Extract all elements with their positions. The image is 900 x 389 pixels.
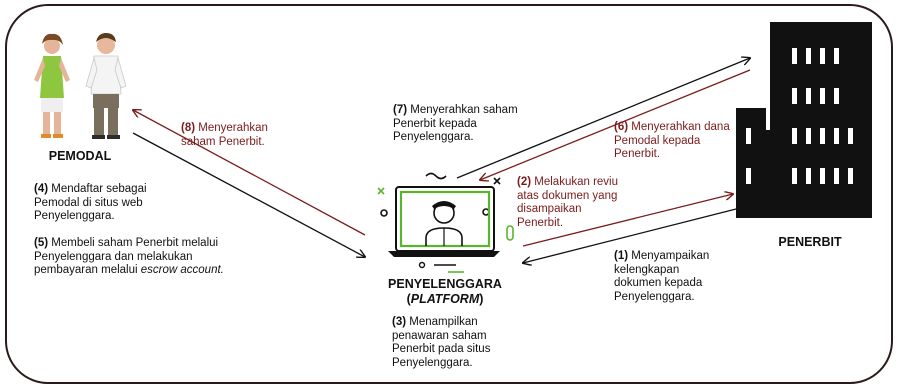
arrow-step4-5 (132, 132, 365, 257)
arrow-step1 (523, 207, 741, 263)
issuer-building-icon (736, 22, 872, 218)
arrow-step2 (522, 194, 733, 247)
outer-frame (5, 4, 893, 384)
pemodal-label: PEMODAL (48, 149, 112, 163)
step7-text: (7) Menyerahkan saham Penerbit kepada Pe… (393, 104, 518, 143)
step5-text: (5) Membeli saham Penerbit melalui Penye… (34, 237, 224, 276)
step1-text: (1) Menyampaikan kelengkapan dokumen kep… (614, 250, 710, 303)
step8-text: (8) Menyerahkan saham Penerbit. (181, 122, 268, 148)
arrow-step8 (133, 110, 366, 236)
arrow-step6 (480, 69, 751, 180)
step2-text: (2) Melakukan reviu atas dokumen yang di… (517, 176, 618, 229)
platform-laptop-icon (377, 172, 514, 273)
investor-people-icon (34, 33, 127, 139)
penyelenggara-name: PENYELENGGARA (388, 277, 502, 291)
step4-text: (4) Mendaftar sebagai Pemodal di situs w… (34, 183, 147, 222)
step3-text: (3) Menampilkan penawaran saham Penerbit… (392, 316, 491, 369)
platform-name: PLATFORM (410, 292, 480, 306)
penerbit-label: PENERBIT (778, 235, 842, 249)
arrow-step7 (456, 58, 750, 179)
step6-text: (6) Menyerahkan dana Pemodal kepada Pene… (614, 121, 730, 160)
penyelenggara-label: PENYELENGGARA (PLATFORM) (388, 277, 502, 306)
